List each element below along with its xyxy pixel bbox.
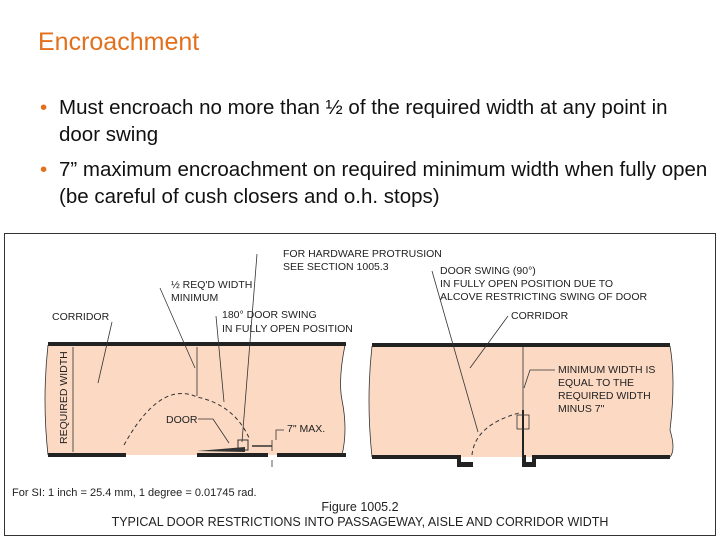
bullet-icon: • [40, 158, 48, 181]
label-180-swing-1: 180° DOOR SWING [222, 309, 317, 321]
bullet-item: • 7” maximum encroachment on required min… [40, 156, 710, 210]
figure-number: Figure 1005.2 [321, 500, 398, 514]
figure-caption: TYPICAL DOOR RESTRICTIONS INTO PASSAGEWA… [112, 515, 609, 529]
label-90-swing-3: ALCOVE RESTRICTING SWING OF DOOR [440, 291, 648, 303]
bullet-icon: • [40, 96, 48, 119]
label-door: DOOR [166, 414, 198, 426]
label-hardware-2: SEE SECTION 1005.3 [283, 261, 389, 273]
label-7-max: 7" MAX. [287, 423, 325, 435]
label-min-width-2: EQUAL TO THE [558, 377, 634, 389]
label-min-width-3: REQUIRED WIDTH [558, 390, 651, 402]
label-90-swing-1: DOOR SWING (90°) [440, 265, 536, 277]
label-corridor-left: CORRIDOR [52, 311, 110, 323]
bullet-item: • Must encroach no more than ½ of the req… [40, 94, 710, 148]
label-min-width-1: MINIMUM WIDTH IS [558, 364, 655, 376]
label-half-width-2: MINIMUM [171, 292, 218, 304]
label-corridor-right: CORRIDOR [511, 310, 569, 322]
bullet-list: • Must encroach no more than ½ of the req… [40, 94, 710, 218]
label-required-width: REQUIRED WIDTH [58, 351, 70, 444]
label-hardware-1: FOR HARDWARE PROTRUSION [283, 248, 442, 260]
si-note: For SI: 1 inch = 25.4 mm, 1 degree = 0.0… [12, 487, 257, 499]
slide-title: Encroachment [38, 28, 200, 56]
label-90-swing-2: IN FULLY OPEN POSITION DUE TO [440, 278, 613, 290]
bullet-text: 7” maximum encroachment on required mini… [59, 158, 708, 208]
label-180-swing-2: IN FULLY OPEN POSITION [222, 323, 353, 335]
label-min-width-4: MINUS 7" [558, 403, 605, 415]
right-corridor-drawing [368, 270, 674, 467]
label-half-width-1: ½ REQ'D WIDTH [171, 279, 252, 291]
left-corridor-drawing [44, 253, 346, 467]
bullet-text: Must encroach no more than ½ of the requ… [59, 96, 668, 146]
